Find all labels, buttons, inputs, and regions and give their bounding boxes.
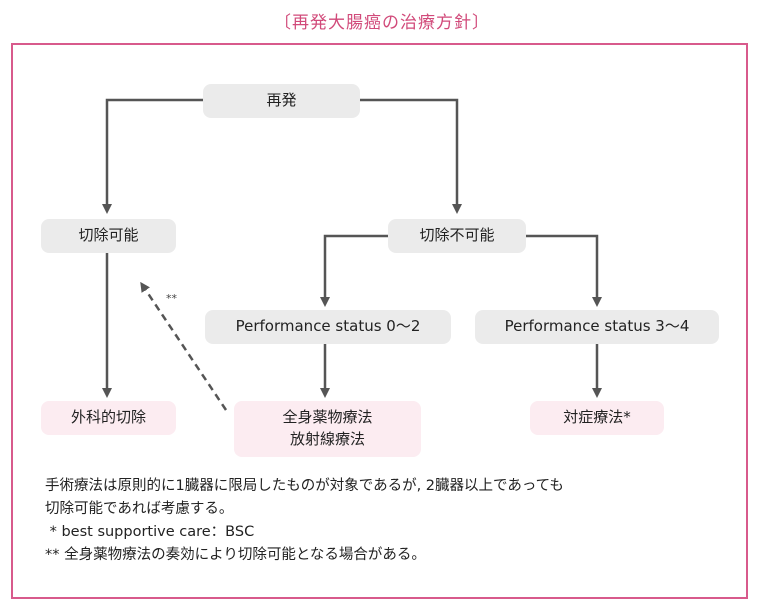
note-line-4: ** 全身薬物療法の奏効により切除可能となる場合がある。 [45, 547, 426, 563]
node-systemic-therapy: 全身薬物療法 放射線療法 [234, 401, 421, 457]
node-ps-3-4-label: Performance status 3〜4 [504, 317, 690, 336]
node-symptomatic: 対症療法* [530, 401, 664, 435]
note-line-3: * best supportive care：BSC [45, 524, 255, 540]
node-surgery-label: 外科的切除 [70, 408, 146, 427]
node-systemic-line2: 放射線療法 [289, 430, 365, 448]
node-ps-0-2-label: Performance status 0〜2 [235, 317, 421, 336]
node-ps-0-2: Performance status 0〜2 [205, 310, 451, 344]
node-unresectable: 切除不可能 [388, 219, 526, 253]
arrow-unresectable-to-ps34 [526, 234, 602, 307]
node-resectable: 切除可能 [41, 219, 176, 253]
node-systemic-line1: 全身薬物療法 [282, 408, 373, 427]
note-line-1: 手術療法は原則的に1臓器に限局したものが対象であるが, 2臓器以上であっても [45, 478, 564, 494]
diagram-title: 〔再発大腸癌の治療方針〕 [274, 13, 490, 33]
node-recurrence-label: 再発 [266, 91, 297, 110]
node-surgery: 外科的切除 [41, 401, 176, 435]
arrow-recurrence-to-unresectable [360, 98, 462, 214]
node-symptomatic-label: 対症療法* [563, 408, 631, 427]
node-recurrence: 再発 [203, 84, 360, 118]
arrow-unresectable-to-ps02 [320, 234, 388, 307]
node-ps-3-4: Performance status 3〜4 [475, 310, 719, 344]
dashed-arrow-mark: ** [166, 292, 177, 305]
note-line-2: 切除可能であれば考慮する。 [45, 501, 234, 517]
diagram-frame [11, 43, 748, 599]
arrow-recurrence-to-resectable [102, 98, 203, 214]
node-resectable-label: 切除可能 [78, 226, 139, 245]
dashed-arrow-systemic-to-resectable [140, 281, 228, 411]
node-unresectable-label: 切除不可能 [419, 226, 495, 245]
